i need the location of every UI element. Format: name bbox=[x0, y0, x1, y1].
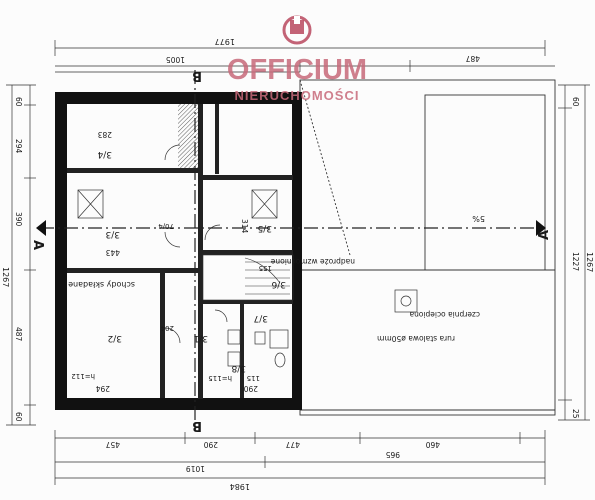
watermark-subtitle: NIERUCHOMOŚCI bbox=[235, 88, 360, 103]
room-id: 3/3 bbox=[106, 229, 120, 239]
annotation-folding-stairs: schody składane bbox=[68, 280, 135, 289]
annotation-lintel: nadproże wzmocnione bbox=[270, 257, 355, 266]
dim-label: 294 bbox=[14, 139, 23, 154]
dimension-labels-left: 60 294 390 1267 487 60 bbox=[1, 97, 23, 422]
annotation-door-size: 70/4 bbox=[158, 222, 174, 230]
annotation-height: h=115 bbox=[208, 374, 232, 382]
room-dim: 283 bbox=[97, 130, 112, 139]
dim-label: 60 bbox=[14, 97, 23, 107]
section-lines bbox=[40, 70, 545, 430]
section-mark-a-right: A bbox=[537, 230, 552, 240]
section-mark-b-top: B bbox=[192, 68, 202, 83]
plan-annotations: schody składane nadproże wzmocnione rura… bbox=[68, 214, 485, 382]
room-3-6: 3/6 bbox=[271, 279, 286, 289]
room-3-3: 3/3 443 bbox=[105, 229, 120, 257]
dim-label: 60 bbox=[571, 97, 580, 107]
room-id: 3/6 bbox=[271, 279, 286, 289]
room-3-5: 3/5 314 bbox=[240, 219, 272, 234]
dim-label: 390 bbox=[14, 212, 23, 227]
dim-label: 1267 bbox=[1, 267, 10, 287]
dimension-labels-right: 60 1227 1267 25 bbox=[571, 97, 594, 419]
dim-label: 60 bbox=[14, 412, 23, 422]
dimension-lines-top bbox=[54, 40, 555, 73]
room-id: 3/8 bbox=[231, 363, 246, 373]
dim-label: 477 bbox=[285, 440, 300, 449]
section-mark-a-left: A bbox=[30, 240, 45, 250]
room-id: 3/2 bbox=[108, 333, 122, 343]
dim-label: 965 bbox=[385, 450, 400, 459]
room-3-7: 3/7 155 bbox=[254, 264, 272, 323]
dim-label: 457 bbox=[105, 440, 120, 449]
room-dim: 115 bbox=[247, 374, 260, 382]
room-3-2: 3/2 294 bbox=[95, 333, 122, 393]
dim-label: 1984 bbox=[230, 482, 250, 491]
wall-hatching bbox=[178, 104, 294, 301]
room-dim: 294 bbox=[95, 384, 110, 393]
room-3-8: 3/8 115 bbox=[231, 363, 260, 382]
watermark: OFFICIUM NIERUCHOMOŚCI bbox=[227, 15, 367, 103]
dim-label: 487 bbox=[14, 327, 23, 342]
dimension-labels-bottom: 457 290 477 460 965 1019 1984 bbox=[105, 440, 440, 491]
exterior-walls bbox=[55, 92, 302, 410]
dimension-lines-left bbox=[6, 84, 36, 426]
bathroom-fixtures bbox=[227, 329, 289, 368]
dim-label: 1005 bbox=[166, 55, 185, 64]
annotation-steel-pipe: rura stalowa ø50mm bbox=[377, 334, 455, 343]
room-dim: 290 bbox=[243, 384, 258, 393]
door-swings bbox=[164, 144, 228, 344]
dim-label: 25 bbox=[571, 409, 580, 419]
annotation-height: h=112 bbox=[71, 372, 95, 380]
room-dim: 155 bbox=[259, 264, 272, 272]
dim-label: 487 bbox=[465, 54, 480, 63]
dimension-lines-right bbox=[558, 84, 590, 421]
room-id: 3/1 bbox=[194, 333, 208, 343]
dim-label: 290 bbox=[203, 440, 218, 449]
dim-label: 1227 bbox=[571, 252, 580, 271]
watermark-brand: OFFICIUM bbox=[227, 54, 367, 86]
room-id: 3/7 bbox=[254, 313, 268, 323]
annotation-air-intake: czerpnia ociepiona bbox=[409, 310, 480, 319]
annotation-door-size: 204 bbox=[160, 324, 174, 332]
room-3-4: 3/4 283 bbox=[97, 130, 112, 159]
dim-label: 1019 bbox=[186, 464, 205, 473]
section-mark-b-bottom: B bbox=[192, 418, 202, 433]
room-dim: 314 bbox=[240, 219, 249, 234]
dim-label: 460 bbox=[425, 440, 440, 449]
interior-walls bbox=[67, 104, 293, 399]
room-dim: 443 bbox=[105, 248, 120, 257]
dim-label: 1977 bbox=[215, 37, 235, 46]
annotation-slope: 5% bbox=[472, 214, 485, 223]
dim-label: 1267 bbox=[585, 252, 594, 272]
room-id: 3/4 bbox=[97, 149, 112, 159]
section-markers: A A B B bbox=[30, 68, 552, 433]
dimension-lines-bottom bbox=[54, 430, 546, 485]
watermark-logo bbox=[282, 15, 312, 45]
room-id: 3/5 bbox=[258, 223, 272, 233]
skylights bbox=[77, 189, 418, 313]
room-3-1: 3/1 290 bbox=[194, 333, 258, 393]
room-labels: 3/4 283 3/3 443 3/2 294 3/1 290 3/5 314 … bbox=[95, 130, 286, 393]
staircase bbox=[244, 257, 290, 295]
dimension-labels-top: 1977 1005 487 bbox=[166, 37, 480, 64]
